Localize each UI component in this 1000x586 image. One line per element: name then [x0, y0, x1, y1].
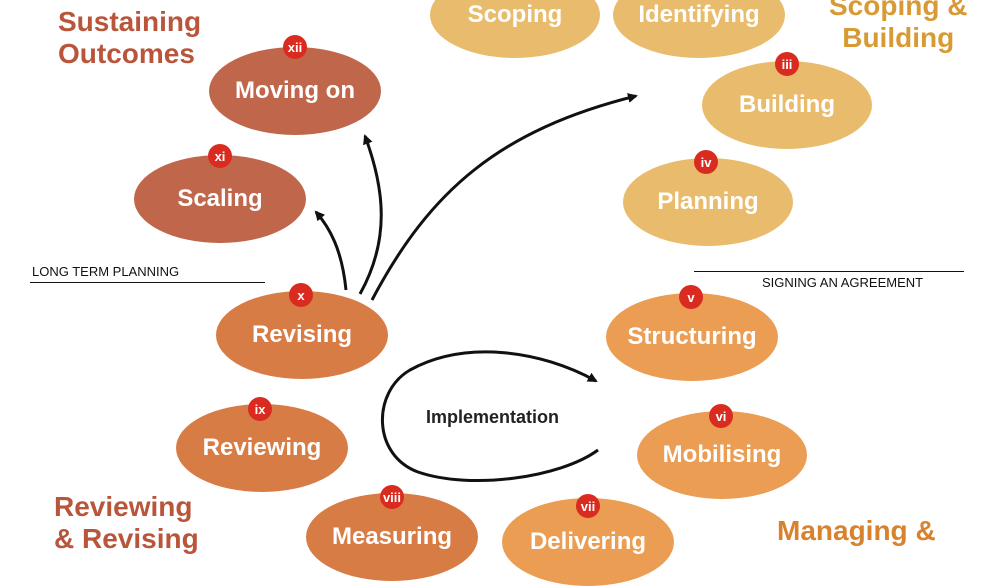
numeral-badge: vi	[709, 404, 733, 428]
numeral-badge: iv	[694, 150, 718, 174]
stage-title-managing: Managing &	[777, 515, 936, 547]
connector-arrows	[314, 93, 638, 482]
stage-title-line: & Revising	[54, 523, 199, 554]
step-label: Scoping	[467, 1, 563, 28]
arrow-to-scoping	[370, 93, 638, 301]
step-label: Structuring	[627, 323, 757, 350]
step-label: Planning	[657, 188, 759, 215]
numeral-badge: iii	[775, 52, 799, 76]
step-label: Moving on	[235, 77, 355, 104]
step-label: Reviewing	[202, 434, 322, 461]
milestone-underline	[30, 282, 265, 283]
arrow-to-moving-on	[358, 134, 383, 295]
milestone-signing-agreement: SIGNING AN AGREEMENT	[762, 275, 924, 290]
stage-title-scoping: Scoping & Building	[829, 0, 967, 54]
step-label: Building	[739, 91, 835, 118]
milestone-long-term-planning: LONG TERM PLANNING	[32, 264, 180, 279]
stage-title-line: Sustaining	[58, 6, 202, 37]
implementation-cycle-arrow	[380, 350, 599, 482]
step-label: Identifying	[638, 1, 760, 28]
numeral-badge: v	[679, 285, 703, 309]
step-label: Measuring	[331, 523, 453, 550]
step-moving-on: Moving on	[209, 47, 381, 135]
stage-title-line: Managing &	[777, 515, 936, 546]
step-label: Mobilising	[662, 441, 782, 468]
step-scoping: Scoping	[430, 0, 600, 58]
milestone-overline	[694, 271, 964, 272]
numeral-badge: vii	[576, 494, 600, 518]
arrow-to-scaling	[314, 210, 348, 291]
step-scaling: Scaling	[134, 155, 306, 243]
stage-title-line: Outcomes	[58, 38, 195, 69]
step-reviewing: Reviewing	[176, 404, 348, 492]
numeral-badge: viii	[380, 485, 404, 509]
numeral-badge: xii	[283, 35, 307, 59]
stage-title-line: Building	[842, 22, 955, 53]
step-label: Delivering	[529, 528, 647, 555]
step-label: Scaling	[177, 185, 263, 212]
stage-title-sustaining: Sustaining Outcomes	[58, 6, 201, 70]
numeral-badge: xi	[208, 144, 232, 168]
step-mobilising: Mobilising	[637, 411, 807, 499]
step-building: Building	[702, 61, 872, 149]
stage-title-reviewing: Reviewing & Revising	[54, 491, 199, 555]
numeral-badge: x	[289, 283, 313, 307]
stage-title-line: Scoping &	[829, 0, 968, 21]
partnering-cycle-diagram: Sustaining Outcomes Scoping & Building R…	[30, 0, 967, 586]
implementation-label: Implementation	[426, 407, 560, 427]
stage-title-line: Reviewing	[54, 491, 193, 522]
step-label: Revising	[251, 321, 353, 348]
numeral-badge: ix	[248, 397, 272, 421]
